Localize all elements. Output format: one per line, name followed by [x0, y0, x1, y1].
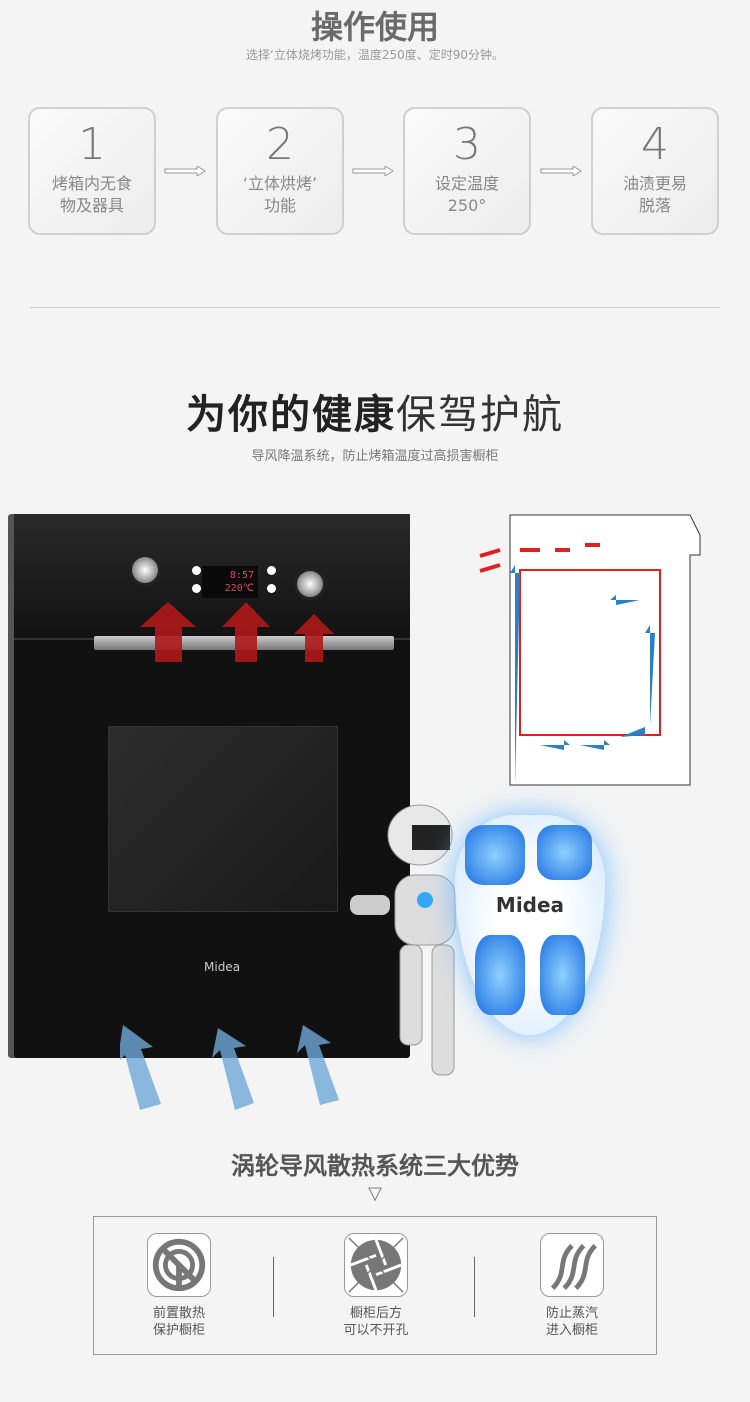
- airflow-diagram: [479, 514, 701, 786]
- feature-label: 前置散热: [152, 1306, 205, 1321]
- hot-air-arrows-icon: [140, 602, 334, 662]
- feature-steam-block: 防止蒸汽 进入橱柜: [512, 1233, 632, 1339]
- section-title-operation: 操作使用: [310, 8, 439, 46]
- oven-brand-logo: Midea: [204, 960, 241, 974]
- shield-brand-logo: Midea: [495, 893, 565, 917]
- oven-window: [108, 726, 338, 912]
- panel-button: [267, 584, 276, 593]
- feature-label: 保护橱柜: [152, 1323, 205, 1338]
- triangle-down-icon: ▽: [368, 1183, 382, 1204]
- step-text: 烤箱内无食: [51, 174, 132, 193]
- robot-illustration: [350, 804, 456, 1076]
- step-text: 250°: [447, 196, 487, 215]
- cool-air-arrows-icon: [120, 1025, 339, 1110]
- feature-label: 可以不开孔: [343, 1323, 409, 1338]
- panel-button: [192, 584, 201, 593]
- shield-pad: [475, 935, 525, 1015]
- display-time: 8:57: [229, 570, 254, 581]
- arrow-right-icon: [352, 166, 394, 176]
- step-number: 2: [266, 119, 294, 170]
- radar-fan-icon: [147, 1233, 211, 1297]
- step-text: 功能: [263, 196, 296, 215]
- step-number: 1: [78, 119, 106, 170]
- feature-no-hole: 橱柜后方 可以不开孔: [316, 1233, 436, 1339]
- feature-label: 橱柜后方: [349, 1306, 402, 1321]
- aperture-crossed-icon: [344, 1233, 408, 1297]
- section-title-advantages: 涡轮导风散热系统三大优势: [231, 1152, 519, 1180]
- arrow-right-icon: [164, 166, 206, 176]
- right-knob: [294, 568, 326, 600]
- left-knob: [129, 554, 161, 586]
- step-text: 油渍更易: [622, 174, 687, 193]
- feature-label: 进入橱柜: [545, 1323, 598, 1338]
- step-text: 脱落: [638, 196, 671, 215]
- arrow-right-icon: [540, 166, 582, 176]
- shield-pad: [540, 935, 585, 1015]
- title-bold: 为你的健康: [186, 392, 396, 438]
- divider: [30, 307, 720, 308]
- display-temp: 220℃: [224, 583, 254, 594]
- separator: [273, 1257, 274, 1317]
- shield-pad: [537, 825, 592, 880]
- step-card-3: 3 设定温度 250°: [403, 107, 531, 235]
- section-subtitle-operation: 选择‘立体烧烤功能，温度250度、定时90分钟。: [246, 48, 504, 62]
- shield-illustration: Midea: [455, 815, 605, 1035]
- section-subtitle-health: 导风降温系统，防止烤箱温度过高损害橱柜: [251, 449, 499, 464]
- features-box: 前置散热 保护橱柜 橱柜后方 可以不开孔 防止蒸汽 进入橱柜: [93, 1216, 657, 1355]
- step-card-1: 1 烤箱内无食物及器具: [28, 107, 156, 235]
- section-title-health: 为你的健康保驾护航: [0, 382, 750, 440]
- title-light: 保驾护航: [396, 392, 564, 438]
- steam-icon: [540, 1233, 604, 1297]
- step-number: 3: [453, 119, 481, 170]
- step-card-2: 2 ‘立体烘烤’ 功能: [216, 107, 344, 235]
- step-text: 设定温度: [434, 174, 499, 193]
- feature-front-cooling: 前置散热 保护橱柜: [119, 1233, 239, 1339]
- step-text: 物及器具: [59, 196, 124, 215]
- separator: [474, 1257, 475, 1317]
- control-panel: 8:57 220℃: [14, 514, 410, 640]
- oven-image: 8:57 220℃ Midea: [14, 514, 410, 1058]
- panel-button: [192, 566, 201, 575]
- step-text: ‘立体烘烤’: [242, 174, 318, 193]
- step-number: 4: [641, 119, 669, 170]
- shield-pad: [465, 825, 525, 885]
- oven-display: 8:57 220℃: [202, 566, 258, 598]
- step-card-4: 4 油渍更易脱落: [591, 107, 719, 235]
- panel-button: [267, 566, 276, 575]
- feature-label: 防止蒸汽: [545, 1306, 598, 1321]
